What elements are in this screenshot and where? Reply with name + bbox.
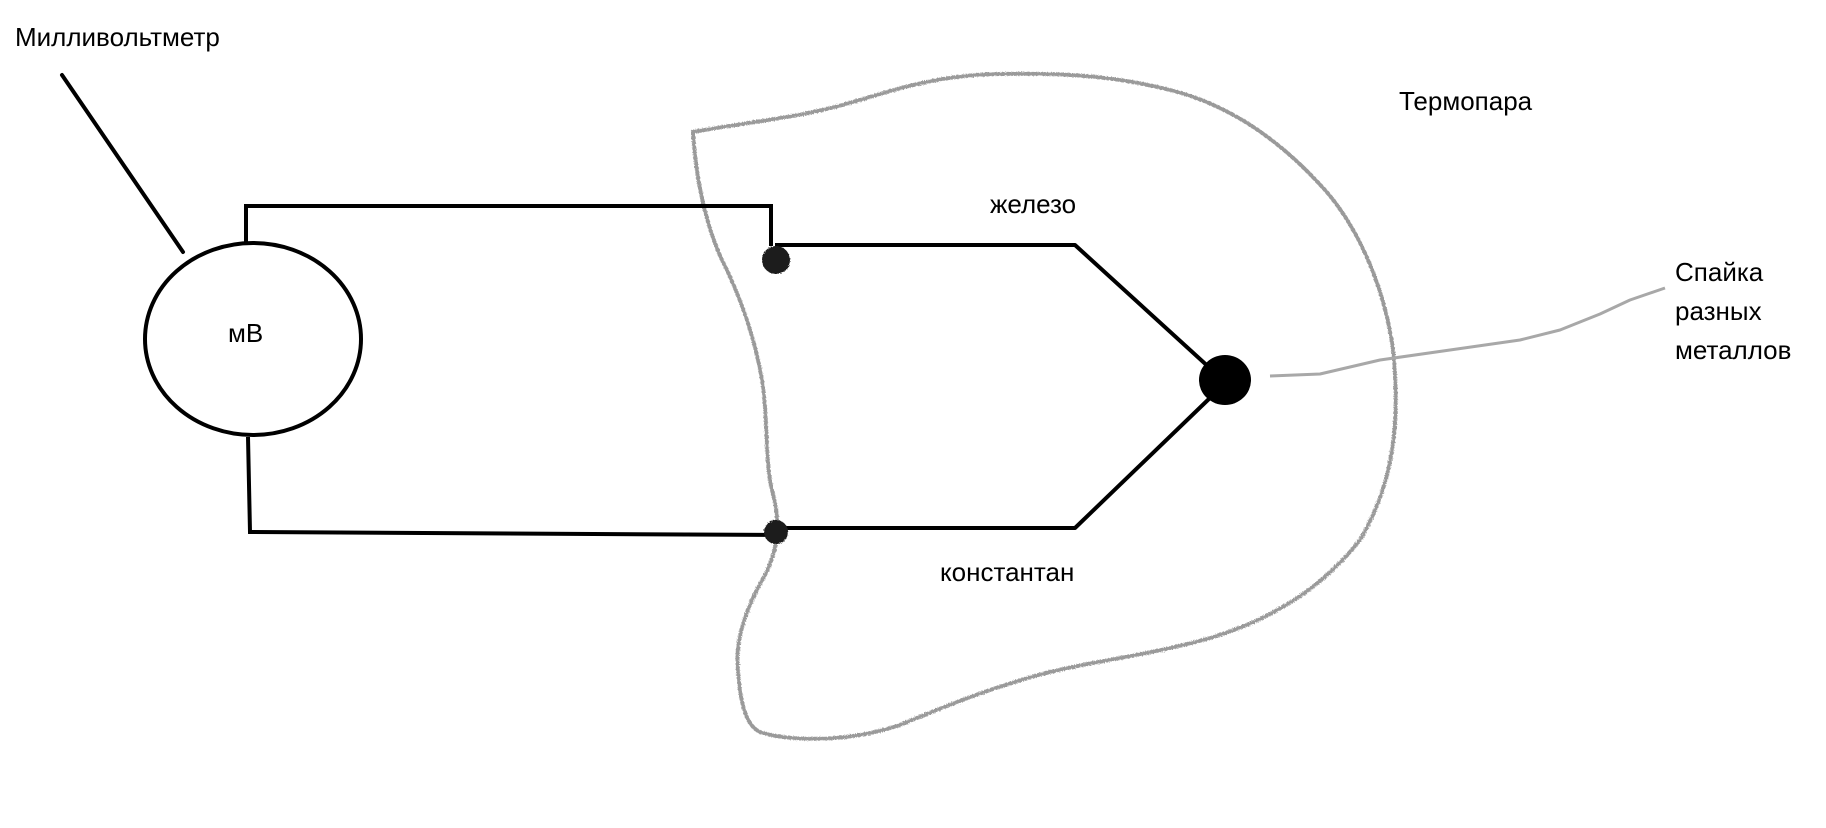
millivoltmeter (143, 241, 363, 437)
constantan-wire (775, 394, 1214, 530)
top-terminal (762, 246, 790, 274)
iron-label: железо (990, 189, 1077, 219)
bottom-terminal (764, 520, 788, 544)
junction-leader (1269, 286, 1666, 378)
thermocouple-boundary (690, 71, 1398, 741)
bottom-wire (246, 436, 776, 537)
millivoltmeter-leader (60, 73, 185, 254)
iron-wire (775, 243, 1214, 372)
junction-label-line-2: разных (1675, 296, 1762, 326)
junction-label-line-1: Спайка (1675, 257, 1764, 287)
junction-label-line-3: металлов (1675, 335, 1792, 365)
constantan-label: константан (940, 557, 1075, 587)
millivoltmeter-label: Милливольтметр (15, 22, 220, 52)
thermocouple-label: Термопара (1399, 86, 1533, 116)
meter-unit-label: мВ (228, 318, 264, 348)
top-wire (244, 204, 773, 246)
hot-junction (1199, 355, 1251, 405)
junction-label: Спайка разных металлов (1675, 253, 1791, 370)
